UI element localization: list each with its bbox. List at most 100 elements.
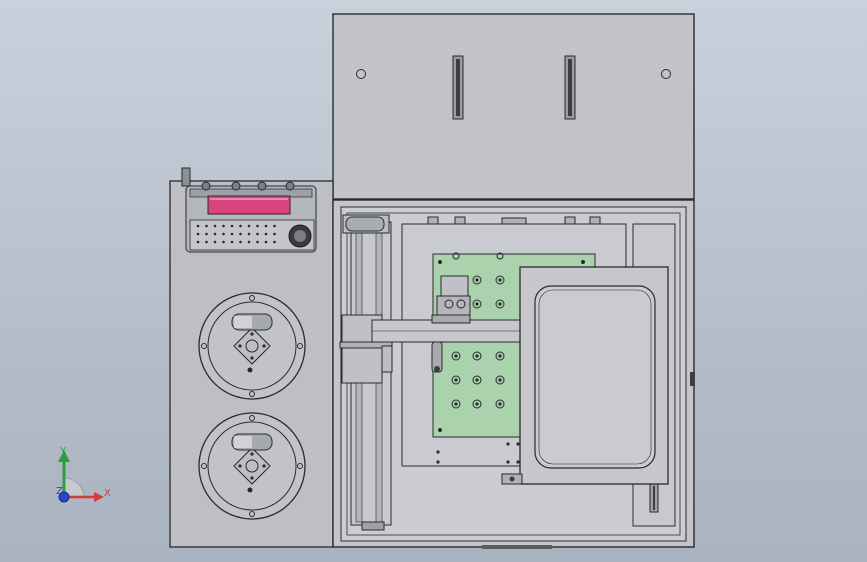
fixture-bolt: [262, 344, 266, 348]
coordinate-triad-icon: Y X Z: [56, 446, 111, 503]
lid-hole-left: [356, 69, 366, 79]
screw-hole-icon: [495, 299, 505, 309]
keypad-dot: [247, 240, 251, 244]
screw-hole-center: [454, 354, 458, 358]
fixture-center-hole: [245, 459, 259, 473]
keypad-dot: [247, 224, 251, 228]
fixture-bolt: [250, 332, 254, 336]
keypad-dot: [196, 224, 200, 228]
screw-hole-icon: [472, 399, 482, 409]
fixture-bolt: [250, 476, 254, 480]
screw-hole-center: [498, 378, 502, 382]
lid-panel: [332, 13, 695, 200]
screw-hole-icon: [249, 295, 255, 301]
keypad-dot: [213, 240, 217, 244]
keypad-dot: [239, 224, 242, 228]
fixture-bolt: [250, 452, 254, 456]
keypad-dot: [213, 232, 217, 236]
screw-hole-icon: [201, 343, 207, 349]
fixture-inner-ring: [207, 301, 297, 391]
screw-hole-icon: [495, 275, 505, 285]
fixture-pin: [247, 367, 253, 373]
screw-hole-icon: [495, 375, 505, 385]
screw-hole-center: [498, 302, 502, 306]
screw-hole-center: [475, 378, 479, 382]
keypad-dot: [205, 240, 208, 244]
screw-hole-center: [475, 354, 479, 358]
lid-slot-left: [452, 55, 464, 120]
keypad-dot: [256, 232, 259, 236]
keypad-dot: [264, 224, 268, 228]
keypad-dot: [273, 232, 276, 236]
axis-x-label: X: [104, 488, 111, 499]
gantry-beam: [371, 319, 523, 373]
fixture-bolt: [238, 344, 242, 348]
screw-hole-icon: [472, 351, 482, 361]
keypad-dot: [239, 240, 242, 244]
screw-hole-icon: [472, 299, 482, 309]
round-fixture-bottom: [198, 412, 306, 520]
screw-hole-icon: [496, 252, 504, 260]
lid-slot-right: [564, 55, 576, 120]
pcb-hole-grid: [451, 252, 505, 409]
screw-hole-icon: [249, 391, 255, 397]
lid-hole-right: [661, 69, 671, 79]
keypad-dot: [230, 224, 234, 228]
screw-hole-icon: [472, 375, 482, 385]
screw-hole-icon: [452, 252, 460, 260]
screw-hole-icon: [451, 399, 461, 409]
fixture-diamond-plate: [233, 447, 271, 485]
screw-hole-icon: [472, 275, 482, 285]
screw-hole-center: [498, 278, 502, 282]
rotary-knob-icon: [288, 224, 312, 248]
axis-y-label: Y: [59, 446, 67, 457]
keypad-dot: [230, 232, 234, 236]
screw-hole-center: [475, 278, 479, 282]
screw-hole-icon: [297, 343, 303, 349]
fixture-bolt: [262, 464, 266, 468]
keypad-dot: [222, 232, 225, 236]
screw-hole-icon: [249, 415, 255, 421]
keypad-dot: [264, 240, 268, 244]
round-fixture-top: [198, 292, 306, 400]
screw-hole-icon: [297, 463, 303, 469]
screw-hole-icon: [249, 511, 255, 517]
screw-hole-icon: [495, 351, 505, 361]
screw-hole-icon: [451, 375, 461, 385]
keypad-dot: [196, 232, 200, 236]
keypad-dot: [273, 224, 276, 228]
axis-z-label: Z: [56, 486, 63, 497]
keypad-dot: [273, 240, 276, 244]
keypad-dot: [239, 232, 242, 236]
screw-hole-center: [498, 402, 502, 406]
keypad-dot: [256, 240, 259, 244]
fixture-diamond-plate: [233, 327, 271, 365]
keypad-dot: [256, 224, 259, 228]
screw-hole-center: [475, 302, 479, 306]
keypad-dot: [205, 224, 208, 228]
keypad-grid: [196, 224, 276, 244]
keypad-dot: [222, 240, 225, 244]
screw-hole-icon: [201, 463, 207, 469]
keypad-dot: [264, 232, 268, 236]
tray: [519, 266, 669, 485]
screw-hole-center: [498, 354, 502, 358]
fixture-clamp-highlight: [234, 316, 252, 328]
keypad-dot: [230, 240, 234, 244]
screw-hole-center: [454, 378, 458, 382]
fixture-center-hole: [245, 339, 259, 353]
keypad-dot: [196, 240, 200, 244]
screw-hole-center: [454, 402, 458, 406]
lcd-display: [207, 195, 291, 215]
vertical-rail: [339, 214, 393, 531]
keypad-dot: [222, 224, 225, 228]
keypad-dot: [247, 232, 251, 236]
fixture-inner-ring: [207, 421, 297, 511]
keypad-dot: [205, 232, 208, 236]
screw-hole-center: [475, 402, 479, 406]
fixture-bolt: [238, 464, 242, 468]
tool-head: [431, 275, 471, 324]
fixture-bolt: [250, 356, 254, 360]
